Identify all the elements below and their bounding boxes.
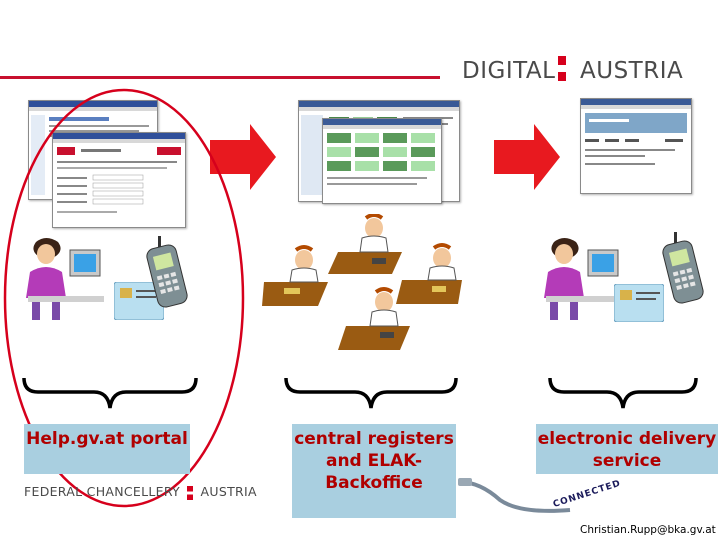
portal-screenshot-front [52,132,186,228]
label-electronic-delivery: electronic delivery service [536,424,718,474]
brace-icon [548,377,698,409]
arrow-right-icon [494,124,560,190]
footer-org: FEDERAL CHANCELLERY AUSTRIA [24,484,257,500]
label-central-registers: central registers and ELAK-Backoffice [292,424,456,518]
register-grid-content [327,133,435,185]
footer-separator [187,485,194,500]
delivery-screenshot [580,98,692,194]
footer-org-left: FEDERAL CHANCELLERY [24,484,180,499]
highlight-ellipse [3,88,245,508]
portal-form-content [57,147,181,213]
citizen-card-icon [114,282,164,320]
label-helpgv-portal: Help.gv.at portal [24,424,190,474]
brace-icon [22,377,198,409]
brand-austria: AUSTRIA [580,58,684,84]
mobile-phone-icon [146,236,188,308]
backoffice-workers-icon [262,214,462,350]
contact-email: Christian.Rupp@bka.gv.at [580,524,716,536]
worker-desk-2 [262,245,328,306]
worker-desk-3 [396,243,462,304]
worker-desk-1 [328,214,402,274]
brand-separator-top [558,56,566,65]
brand-separator-bottom [558,72,566,81]
register-screenshot-front [322,118,442,204]
worker-desk-4 [338,287,410,350]
header-rule [0,76,440,79]
brand-digital: DIGITAL [462,58,556,84]
person-at-computer-icon [544,238,622,320]
citizen-card-icon [614,284,664,322]
mobile-phone-icon [662,232,704,304]
network-cable-icon [458,478,571,513]
brace-icon [284,377,458,409]
delivery-page-content [585,113,687,165]
arrow-right-icon [210,124,276,190]
person-at-computer-icon [26,238,104,320]
footer-org-right: AUSTRIA [200,484,257,499]
